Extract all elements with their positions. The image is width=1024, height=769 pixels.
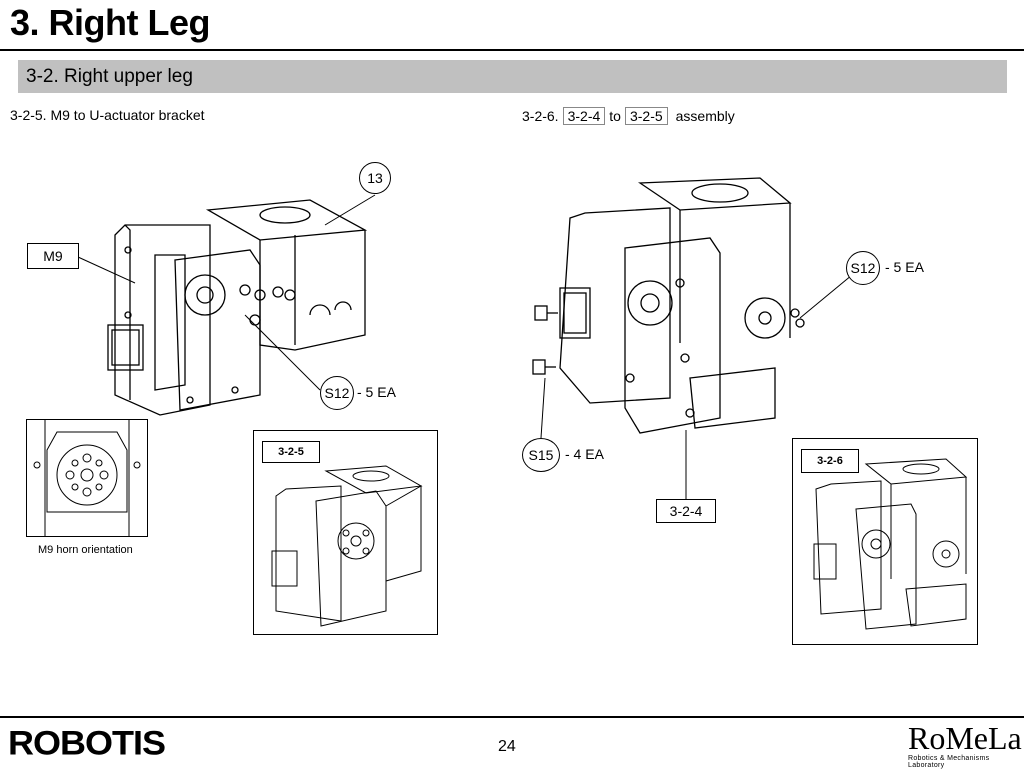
section-bar [18, 60, 1007, 93]
result-drawing-3-2-6 [813, 458, 968, 630]
part-label-3-2-4: 3-2-4 [656, 499, 716, 523]
screw-callout-s12-left: S12 [320, 376, 354, 410]
top-divider [0, 49, 1024, 51]
right-assembly-drawing [532, 177, 805, 434]
result-frame-3-2-6: 3-2-6 [792, 438, 978, 645]
page-number: 24 [498, 738, 516, 755]
horn-inset-frame [26, 419, 148, 537]
result-tag-3-2-5: 3-2-5 [262, 441, 320, 463]
step-to: to [609, 108, 621, 124]
step-heading-left: 3-2-5. M9 to U-actuator bracket [10, 107, 205, 123]
robotis-logo: ROBOTIS [8, 723, 166, 762]
ref-box-b: 3-2-5 [624, 107, 668, 125]
screw-qty-s12-right: - 5 EA [885, 259, 924, 275]
left-leader-lines [77, 194, 376, 391]
screw-qty-s15: - 4 EA [565, 446, 604, 462]
right-leader-lines [540, 274, 853, 500]
romela-logo-subtitle: Robotics & Mechanisms Laboratory [908, 755, 990, 769]
ref-box-a: 3-2-4 [562, 107, 606, 125]
screw-callout-s12-right: S12 [846, 251, 880, 285]
result-frame-3-2-5: 3-2-5 [253, 430, 438, 635]
screw-callout-s15: S15 [522, 438, 560, 472]
romela-logo: RoMeLa [908, 720, 1022, 756]
section-title: 3-2. Right upper leg [26, 66, 193, 87]
left-assembly-drawing [107, 199, 368, 416]
horn-inset-caption: M9 horn orientation [38, 544, 133, 556]
part-label-m9: M9 [27, 243, 79, 269]
step-number: 3-2-6. [522, 108, 559, 124]
horn-orientation-drawing [33, 420, 141, 536]
screw-qty-left: - 5 EA [357, 384, 396, 400]
bottom-divider [0, 716, 1024, 718]
part-callout-13: 13 [359, 162, 391, 194]
step-suffix: assembly [675, 108, 735, 124]
page-title: 3. Right Leg [10, 2, 211, 43]
result-drawing-3-2-5 [271, 465, 423, 627]
result-tag-3-2-6: 3-2-6 [801, 449, 859, 473]
